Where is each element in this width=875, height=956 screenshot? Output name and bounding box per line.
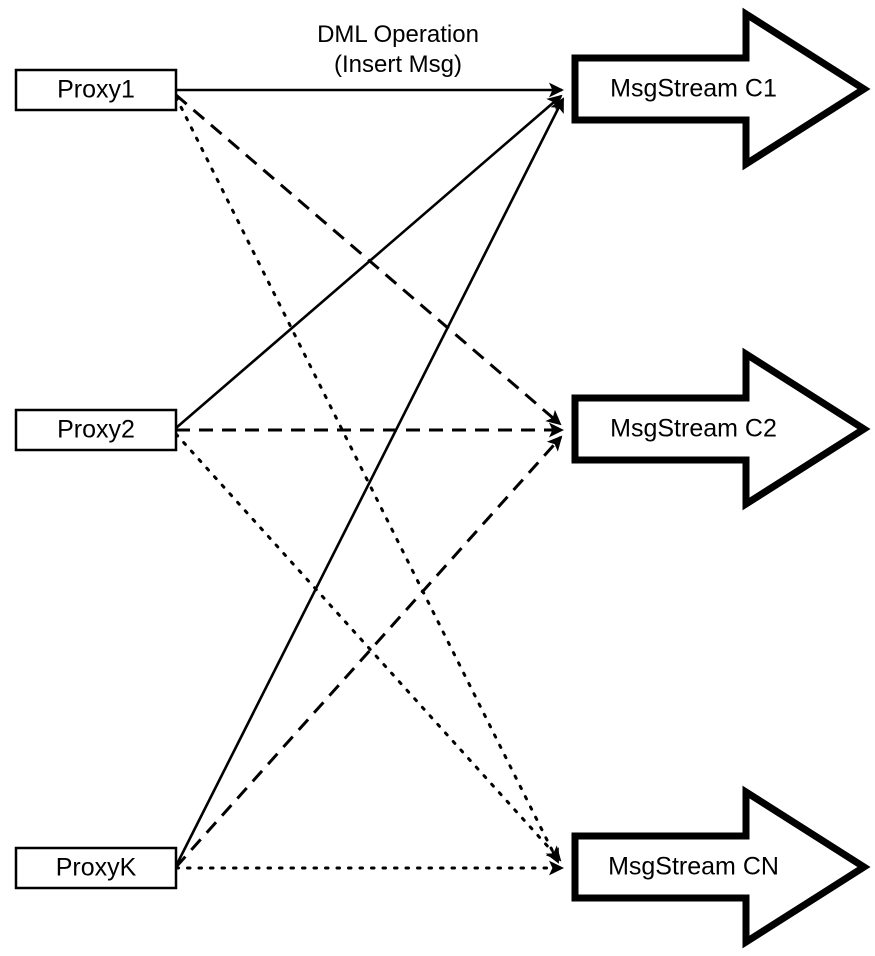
- edge-proxyk-to-stream-c1[interactable]: [174, 97, 565, 867]
- node-msgstream-c2[interactable]: MsgStream C2: [571, 347, 871, 511]
- proxy-node-group: Proxy1 Proxy2 ProxyK: [14, 68, 178, 890]
- edge-label-line2: (Insert Msg): [334, 51, 462, 78]
- msgstream-c2-label: MsgStream C2: [610, 415, 777, 443]
- msgstream-c2-arrow-shape[interactable]: [571, 347, 871, 511]
- edge-proxy2-to-stream-c1[interactable]: [175, 94, 563, 429]
- node-msgstream-cn[interactable]: MsgStream CN: [571, 785, 871, 949]
- proxy1-label: Proxy1: [57, 76, 135, 104]
- msgstream-cn-arrow-shape[interactable]: [571, 785, 871, 949]
- proxyk-box[interactable]: [14, 846, 178, 890]
- edge-label-line1: DML Operation: [317, 21, 479, 48]
- msgstream-c1-label: MsgStream C1: [610, 75, 777, 103]
- msgstream-cn-label: MsgStream CN: [608, 853, 779, 881]
- edge-proxy2-to-stream-cn[interactable]: [174, 432, 562, 862]
- edge-label-dml-operation: DML Operation (Insert Msg): [317, 21, 479, 78]
- proxyk-label: ProxyK: [56, 854, 137, 882]
- proxy2-label: Proxy2: [57, 416, 135, 444]
- edge-group: [174, 82, 565, 876]
- edge-proxy1-to-stream-cn[interactable]: [174, 95, 560, 864]
- msgstream-c1-arrow-shape[interactable]: [571, 7, 871, 171]
- node-proxyk[interactable]: ProxyK: [14, 846, 178, 890]
- node-proxy1[interactable]: Proxy1: [14, 68, 178, 112]
- node-msgstream-c1[interactable]: MsgStream C1: [571, 7, 871, 171]
- edge-proxyk-to-stream-c2[interactable]: [174, 435, 563, 869]
- proxy2-box[interactable]: [14, 408, 178, 452]
- proxy1-box[interactable]: [14, 68, 178, 112]
- node-proxy2[interactable]: Proxy2: [14, 408, 178, 452]
- edge-proxy1-to-stream-c2[interactable]: [175, 93, 562, 426]
- msgstream-node-group: MsgStream C1 MsgStream C2 MsgStream CN: [571, 7, 871, 949]
